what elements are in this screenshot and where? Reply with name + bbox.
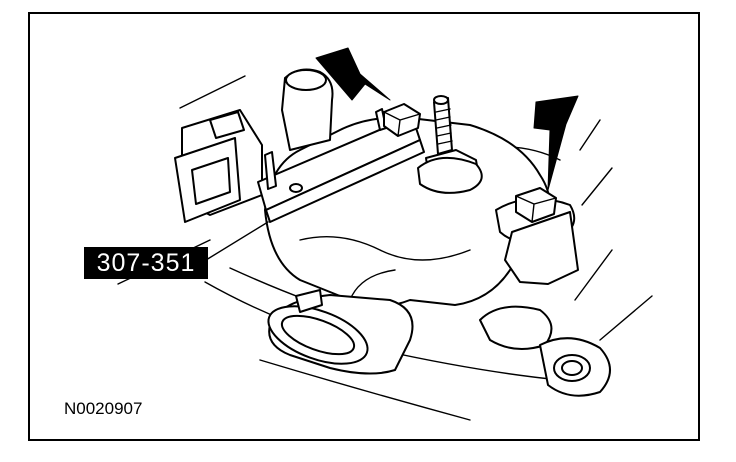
arrow-upper-bolt bbox=[315, 47, 391, 101]
right-bracket bbox=[479, 211, 579, 350]
upper-boss bbox=[281, 68, 334, 151]
electrical-connector bbox=[174, 109, 263, 223]
tool-number-callout: 307-351 bbox=[84, 247, 208, 279]
alignment-tool bbox=[257, 108, 425, 223]
lower-oval-connector bbox=[267, 289, 414, 375]
upper-bolt bbox=[383, 103, 421, 137]
arrow-right-bolt bbox=[533, 95, 579, 191]
lower-mounting-ear bbox=[539, 337, 611, 397]
callout-leader-line bbox=[205, 221, 269, 261]
figure-id: N0020907 bbox=[64, 399, 143, 418]
manual-lever-stud bbox=[417, 95, 483, 194]
